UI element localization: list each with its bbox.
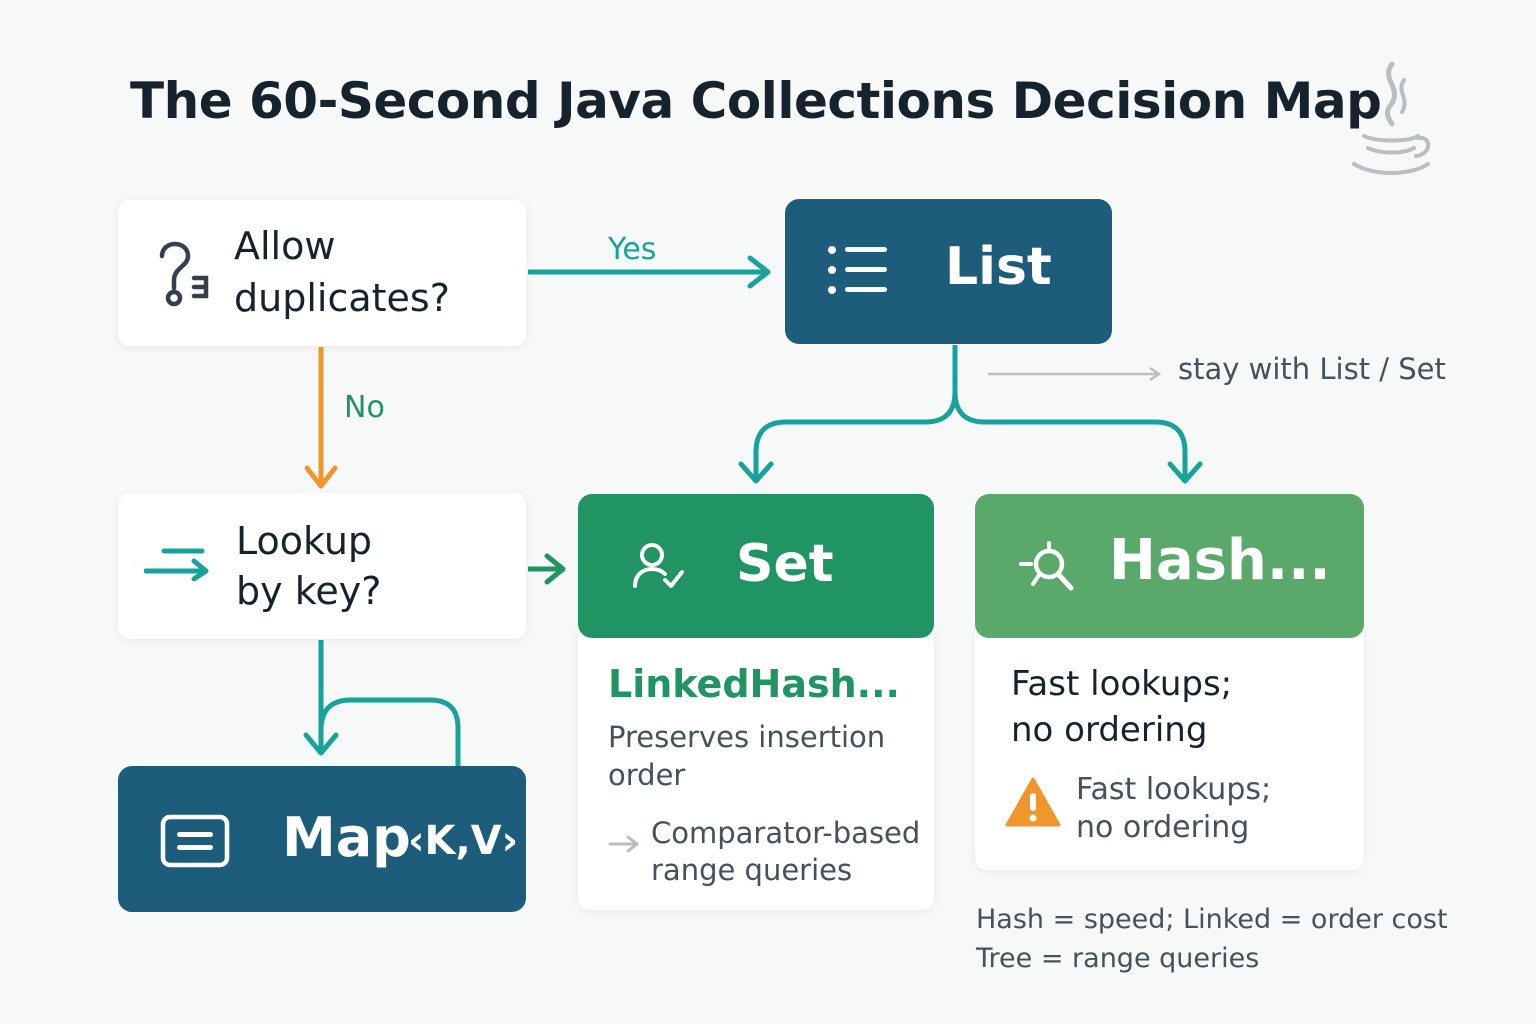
double-arrow-icon: [144, 548, 209, 581]
question-icon: [159, 241, 209, 307]
no-label: No: [344, 390, 385, 425]
java-cup-icon: [1352, 61, 1431, 175]
lookup-line1: Lookup: [236, 519, 373, 563]
list-node[interactable]: List: [785, 199, 1112, 344]
map-label: Map: [282, 806, 411, 869]
person-check-icon: [633, 543, 684, 588]
hash-panel: Fast lookups; no ordering Fast lookups; …: [975, 620, 1364, 870]
linkedhash-desc-line2: order: [608, 758, 686, 792]
hash-panel-line2: no ordering: [1011, 710, 1208, 750]
stay-label: stay with List / Set: [1178, 352, 1446, 386]
map-generic: ‹K,V›: [408, 818, 519, 864]
set-node[interactable]: Set: [578, 494, 934, 638]
small-arrow-icon: [608, 835, 639, 853]
hash-warn-line2: no ordering: [1076, 810, 1250, 845]
allow-duplicates-card[interactable]: Allow duplicates?: [118, 200, 526, 346]
allow-duplicates-line1: Allow: [234, 224, 336, 268]
list-icon: [828, 246, 887, 294]
hash-warn-line1: Fast lookups;: [1076, 772, 1272, 807]
allow-duplicates-line2: duplicates?: [234, 276, 450, 320]
linkedhash-panel: LinkedHash... Preserves insertion order …: [578, 620, 934, 910]
list-split-arrow: [753, 345, 958, 480]
page-title: The 60-Second Java Collections Decision …: [130, 72, 1382, 130]
map-node[interactable]: Map ‹K,V›: [118, 766, 526, 912]
magnifier-icon: [1019, 541, 1074, 591]
comparator-line2: range queries: [651, 853, 853, 887]
lookup-line2: by key?: [236, 569, 382, 613]
footer-line1: Hash = speed; Linked = order cost: [976, 904, 1448, 935]
hash-label: Hash...: [1109, 528, 1331, 593]
warning-icon: [1005, 777, 1061, 827]
linkedhash-desc-line1: Preserves insertion: [608, 720, 886, 754]
yes-label: Yes: [608, 232, 657, 267]
footer-line2: Tree = range queries: [976, 943, 1260, 974]
comparator-line1: Comparator-based: [651, 816, 921, 850]
linkedhash-title: LinkedHash...: [608, 662, 900, 706]
lookup-card[interactable]: Lookup by key?: [118, 493, 526, 639]
document-icon: [160, 814, 230, 868]
hash-node[interactable]: Hash...: [975, 494, 1364, 638]
hash-panel-line1: Fast lookups;: [1011, 664, 1233, 704]
list-label: List: [945, 237, 1052, 297]
set-label: Set: [736, 534, 834, 594]
